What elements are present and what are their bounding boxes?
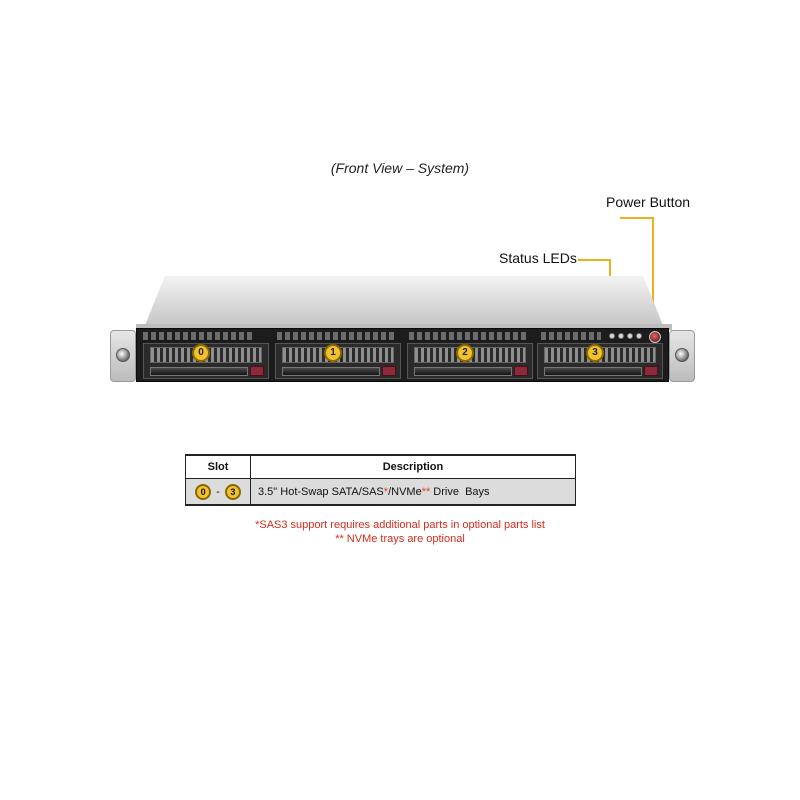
server-chassis: 0 1 2 3: [110, 270, 695, 385]
slot-cell: 0-3: [185, 478, 251, 506]
drive-bay[interactable]: 0: [143, 343, 269, 379]
front-vent: [409, 332, 529, 340]
slot-from-badge: 0: [195, 483, 212, 500]
sas3-footnote: *SAS3 support requires additional parts …: [255, 519, 545, 531]
right-rack-ear: [669, 330, 695, 382]
bay-number-badge: 0: [192, 344, 210, 362]
desc-part-b: /NVMe: [388, 485, 422, 498]
desc-part-c: Drive Bays: [430, 485, 490, 498]
right-thumbscrew-icon: [675, 348, 689, 362]
status-led-icon: [618, 333, 624, 339]
drive-bay[interactable]: 2: [407, 343, 533, 379]
left-thumbscrew-icon: [116, 348, 130, 362]
status-leader-horizontal: [578, 259, 611, 261]
desc-part-a: 3.5" Hot-Swap SATA/SAS: [258, 485, 384, 498]
power-button[interactable]: [649, 331, 661, 343]
sas-footnote-mark: *: [383, 485, 389, 498]
left-rack-ear: [110, 330, 136, 382]
status-leds-callout: Status LEDs: [499, 250, 577, 266]
drive-bay-latch[interactable]: [382, 366, 396, 376]
status-led-icon: [636, 333, 642, 339]
power-button-callout: Power Button: [606, 194, 691, 210]
status-led-icon: [627, 333, 633, 339]
slot-to-badge: 3: [224, 483, 241, 500]
drive-bay[interactable]: 3: [537, 343, 663, 379]
front-vent: [541, 332, 601, 340]
drive-bay-handle[interactable]: [282, 367, 380, 376]
power-leader-horizontal: [620, 217, 654, 219]
nvme-footnote: ** NVMe trays are optional: [335, 533, 465, 545]
front-vent: [143, 332, 253, 340]
drive-bay-latch[interactable]: [644, 366, 658, 376]
bay-number-badge: 2: [456, 344, 474, 362]
slot-column-header: Slot: [185, 454, 251, 479]
slot-range-separator: -: [216, 485, 220, 498]
bay-number-badge: 1: [324, 344, 342, 362]
front-panel: 0 1 2 3: [136, 328, 669, 382]
bay-number-badge: 3: [586, 344, 604, 362]
description-cell: 3.5" Hot-Swap SATA/SAS*/NVMe** Drive Bay…: [250, 478, 576, 506]
nvme-footnote-mark: **: [421, 485, 431, 498]
drive-bay-handle[interactable]: [150, 367, 248, 376]
chassis-lid-edge: [136, 324, 672, 330]
chassis-lid: [144, 276, 664, 328]
slot-table: Slot Description 0-3 3.5" Hot-Swap SATA/…: [185, 454, 576, 506]
table-header-row: Slot Description: [185, 454, 576, 479]
description-column-header: Description: [250, 454, 576, 479]
drive-bay-handle[interactable]: [414, 367, 512, 376]
figure-caption: (Front View – System): [330, 160, 470, 176]
front-vent: [277, 332, 397, 340]
drive-bay-handle[interactable]: [544, 367, 642, 376]
status-led-icon: [609, 333, 615, 339]
drive-bay-latch[interactable]: [250, 366, 264, 376]
table-row: 0-3 3.5" Hot-Swap SATA/SAS*/NVMe** Drive…: [185, 478, 576, 506]
drive-bay[interactable]: 1: [275, 343, 401, 379]
drive-bay-latch[interactable]: [514, 366, 528, 376]
power-leader-vertical: [652, 217, 654, 327]
